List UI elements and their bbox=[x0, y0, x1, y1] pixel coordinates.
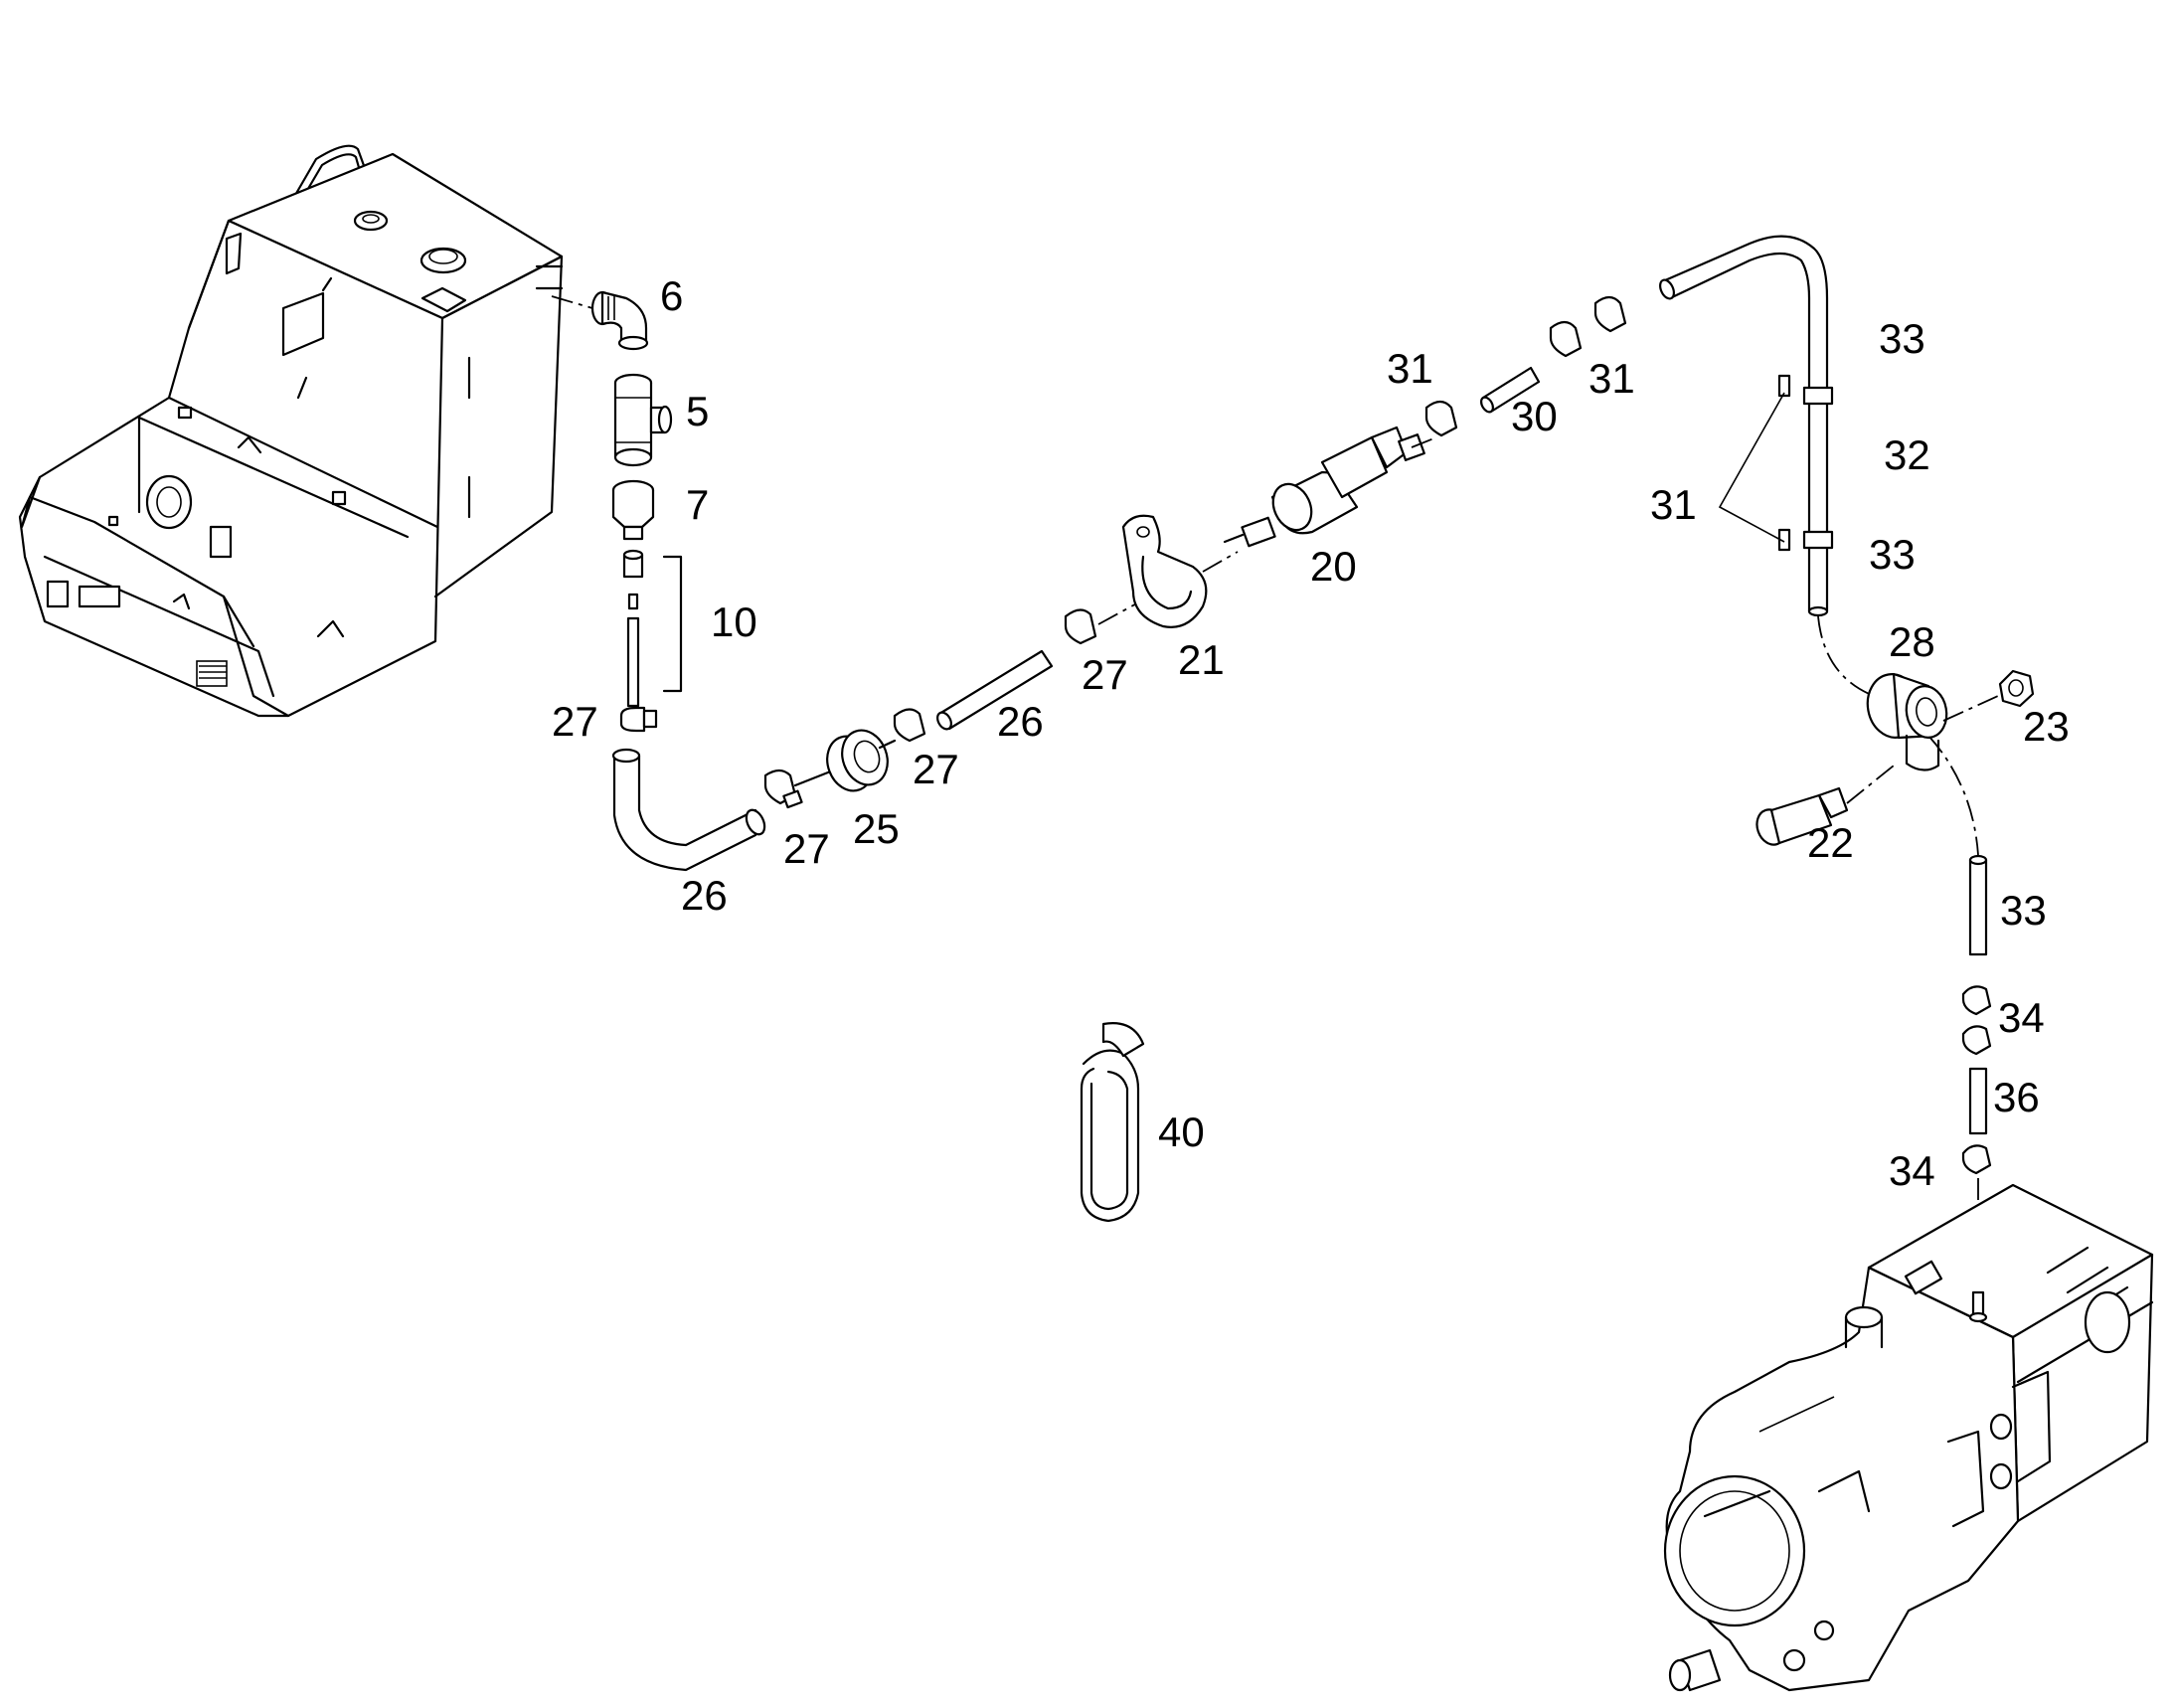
part-10-standpipe bbox=[622, 549, 683, 708]
label-7: 7 bbox=[686, 481, 709, 528]
label-10: 10 bbox=[711, 598, 757, 645]
part-27-clamp-2 bbox=[763, 769, 803, 809]
label-30: 30 bbox=[1511, 393, 1558, 439]
part-27-clamp-3 bbox=[893, 708, 926, 743]
label-36: 36 bbox=[1993, 1074, 2040, 1120]
label-28: 28 bbox=[1889, 618, 1935, 665]
label-32: 32 bbox=[1884, 431, 1930, 478]
label-5: 5 bbox=[686, 388, 709, 434]
label-31c: 31 bbox=[1650, 481, 1697, 528]
label-31b: 31 bbox=[1588, 355, 1635, 402]
part-34-clamp-2 bbox=[1961, 1025, 1992, 1056]
part-labels: 6 5 7 10 27 26 27 25 27 26 27 21 20 31 3… bbox=[552, 272, 2070, 1194]
part-30-hose bbox=[1480, 366, 1541, 414]
label-34b: 34 bbox=[1889, 1147, 1935, 1194]
part-27-clamp-4 bbox=[1064, 608, 1097, 645]
label-27d: 27 bbox=[1082, 651, 1128, 698]
label-22: 22 bbox=[1807, 819, 1854, 866]
part-40-strap bbox=[1080, 1022, 1145, 1223]
label-33a: 33 bbox=[1879, 315, 1925, 362]
label-33c: 33 bbox=[2000, 887, 2047, 934]
part-6-elbow-fitting bbox=[590, 290, 649, 351]
part-33-short-pipe bbox=[1968, 854, 1988, 956]
part-26-hose-straight bbox=[936, 649, 1054, 731]
part-26-hose-bent bbox=[611, 748, 766, 872]
part-22-bolt bbox=[1755, 786, 1849, 846]
label-33b: 33 bbox=[1869, 531, 1916, 578]
part-20-fuel-pump bbox=[1223, 426, 1425, 548]
label-25: 25 bbox=[853, 805, 900, 852]
label-27a: 27 bbox=[552, 698, 598, 745]
label-6: 6 bbox=[660, 272, 683, 319]
part-31-clamp-3 bbox=[1593, 295, 1627, 333]
part-21-mounting-clip bbox=[1121, 514, 1208, 628]
label-23: 23 bbox=[2023, 703, 2070, 750]
part-31-clamp-1 bbox=[1424, 400, 1458, 437]
part-27-clamp-1 bbox=[619, 706, 658, 733]
label-31a: 31 bbox=[1387, 345, 1433, 392]
part-23-nut bbox=[1998, 669, 2035, 708]
heater-unit bbox=[1663, 1183, 2154, 1692]
label-40: 40 bbox=[1158, 1109, 1205, 1155]
label-21: 21 bbox=[1178, 636, 1225, 683]
label-26a: 26 bbox=[681, 872, 728, 919]
fuel-tank bbox=[18, 144, 564, 718]
label-27b: 27 bbox=[783, 825, 830, 872]
label-26b: 26 bbox=[997, 698, 1044, 745]
label-20: 20 bbox=[1310, 543, 1357, 590]
part-31-clamp-2 bbox=[1549, 320, 1583, 358]
label-34a: 34 bbox=[1998, 994, 2045, 1041]
part-34-clamp-3 bbox=[1961, 1144, 1992, 1175]
part-34-clamp-1 bbox=[1961, 985, 1992, 1016]
part-25-fuel-filter bbox=[793, 729, 897, 792]
part-33-32-fuel-line bbox=[1659, 235, 1834, 617]
part-5-tee-fitting bbox=[613, 373, 673, 467]
part-28-grommet bbox=[1866, 672, 1948, 771]
part-36-pipe bbox=[1968, 1067, 1988, 1135]
part-7-adapter bbox=[611, 479, 655, 541]
label-27c: 27 bbox=[913, 746, 959, 792]
